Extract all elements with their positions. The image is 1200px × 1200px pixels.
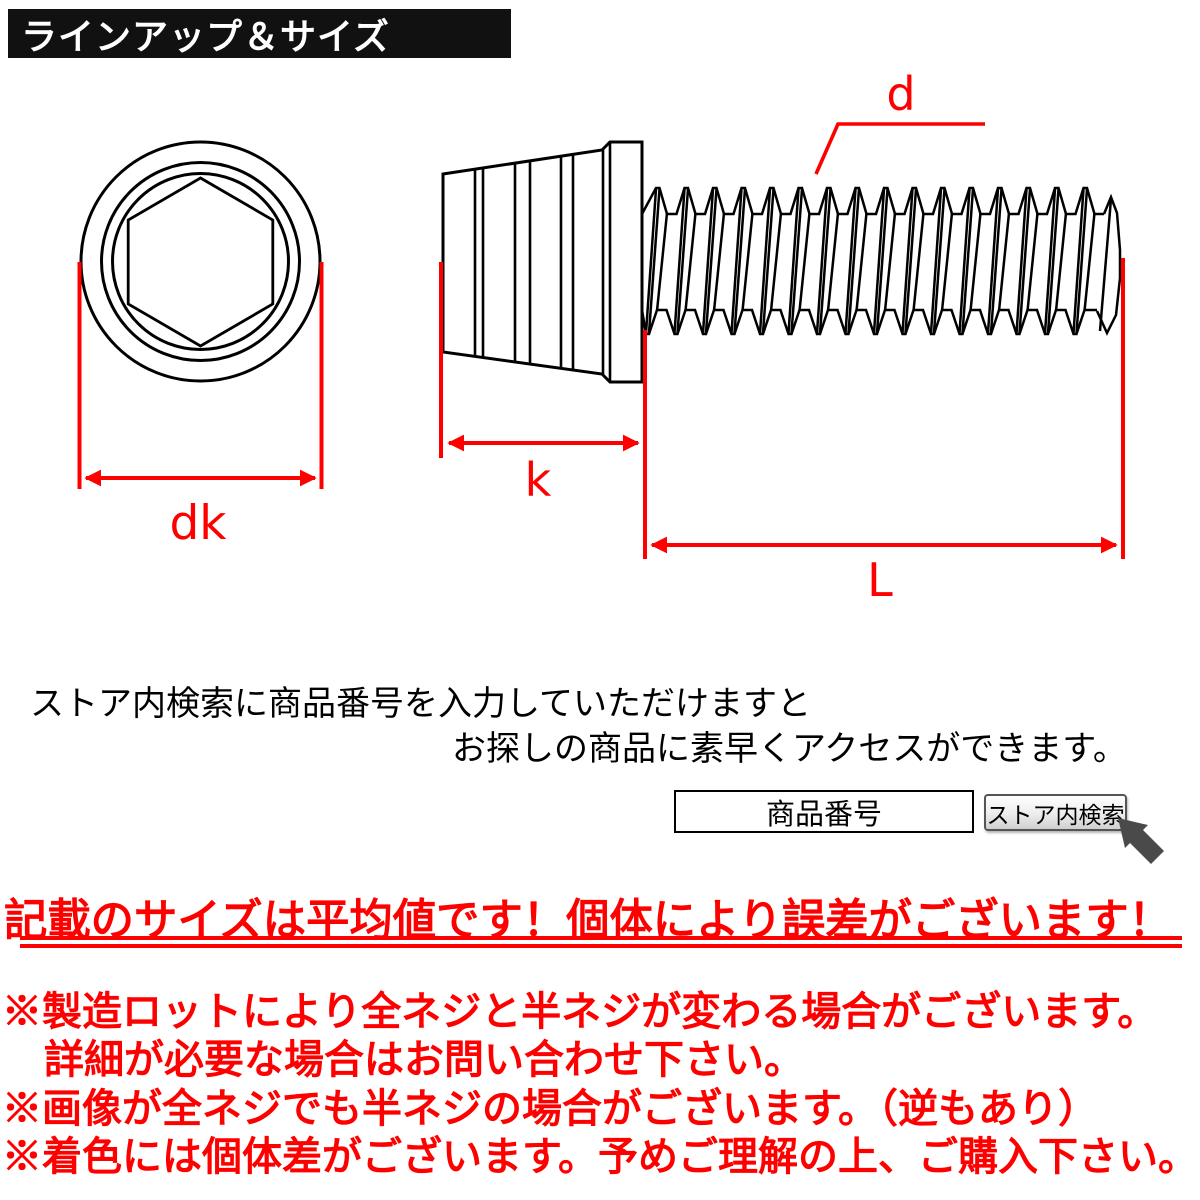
note-line-2: 詳細が必要な場合はお問い合わせ下さい。 xyxy=(44,1038,804,1083)
dim-label-k: k xyxy=(525,453,552,507)
search-guide-line1: ストア内検索に商品番号を入力していただけますと xyxy=(30,685,811,723)
bolt-side-view-head xyxy=(441,140,1122,384)
head-taper-outline xyxy=(441,140,644,384)
search-guide-line2: お探しの商品に素早くアクセスができます。 xyxy=(452,730,1127,768)
dimension-k-l: k L xyxy=(439,258,1125,607)
head-knurl-lines xyxy=(473,142,612,382)
thread-shaft xyxy=(640,186,1122,336)
head-chamfer-circle xyxy=(100,161,301,362)
product-number-input[interactable]: 商品番号 xyxy=(674,790,974,833)
dim-label-l: L xyxy=(867,553,893,607)
headline-underline xyxy=(20,936,1182,948)
bolt-head-front-view xyxy=(79,140,322,383)
dimension-d: d xyxy=(814,67,985,175)
section-header-label: ラインアップ＆サイズ xyxy=(21,15,390,57)
store-search-button[interactable]: ストア内検索 xyxy=(984,794,1127,831)
product-number-input-label: 商品番号 xyxy=(765,798,882,831)
notice-notes: ※製造ロットにより全ネジと半ネジが変わる場合がございます。 詳細が必要な場合はお… xyxy=(2,988,1200,1181)
dim-label-dk: dk xyxy=(169,496,227,551)
store-search-button-label: ストア内検索 xyxy=(986,801,1125,828)
note-line-3: ※画像が全ネジでも半ネジの場合がございます。（逆もあり） xyxy=(2,1086,1098,1131)
note-line-1: ※製造ロットにより全ネジと半ネジが変わる場合がございます。 xyxy=(2,990,1158,1034)
note-line-4: ※着色には個体差がございます。予めご理解の上、ご購入下さい。 xyxy=(2,1134,1198,1179)
dim-label-d: d xyxy=(886,67,915,121)
socket-rim-circle xyxy=(111,172,290,351)
d-leader-line xyxy=(814,122,985,175)
cursor-arrow xyxy=(1118,818,1164,864)
mouse-cursor-icon xyxy=(1118,818,1164,864)
section-header: ラインアップ＆サイズ xyxy=(8,9,511,58)
dimension-dk: dk xyxy=(77,262,324,551)
hex-socket xyxy=(126,176,275,348)
bolt-diagram: dk k L xyxy=(77,67,1125,607)
head-outer-circle xyxy=(79,140,322,383)
